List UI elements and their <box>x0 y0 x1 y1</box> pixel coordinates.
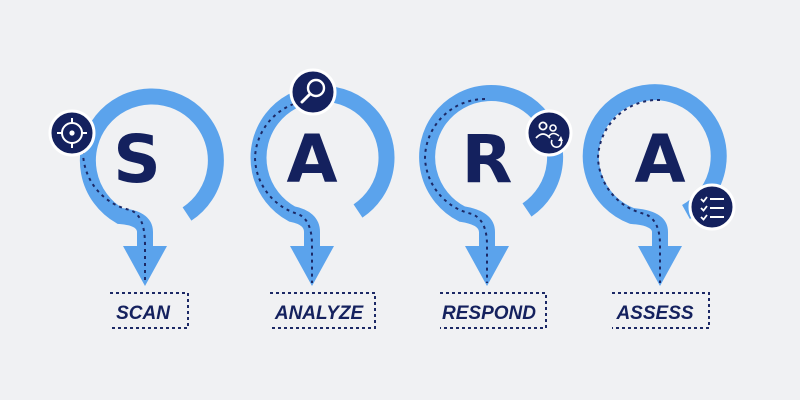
letter-a-analyze: A <box>286 121 337 198</box>
label-respond: RESPOND <box>442 303 536 324</box>
checklist-icon <box>688 183 736 231</box>
letter-r: R <box>462 121 513 198</box>
dotted-guide-scan <box>81 150 146 283</box>
label-assess: ASSESS <box>615 303 693 324</box>
curved-arrow-respond <box>419 85 564 248</box>
step-assess: A ASSESS <box>582 84 736 329</box>
label-bracket-respond <box>440 292 547 329</box>
curved-arrow-analyze <box>250 85 395 248</box>
label-bracket-scan <box>110 292 189 329</box>
step-respond: R RESPOND <box>419 85 573 329</box>
step-analyze: A ANALYZE <box>250 68 395 329</box>
arrow-head-respond <box>465 246 509 286</box>
people-cycle-icon <box>525 109 573 157</box>
label-bracket-assess <box>612 292 710 329</box>
label-bracket-analyze <box>270 292 376 329</box>
letter-a-assess: A <box>634 121 685 198</box>
dotted-guide-analyze <box>253 101 313 283</box>
dotted-guide-assess <box>596 98 661 283</box>
letter-s: S <box>113 121 161 198</box>
magnifier-icon <box>289 68 337 116</box>
label-scan: SCAN <box>116 303 171 324</box>
crosshair-target-icon <box>48 109 96 157</box>
arrow-head-assess <box>638 246 682 286</box>
curved-arrow-scan <box>79 88 224 248</box>
label-analyze: ANALYZE <box>274 303 365 324</box>
arrow-head-analyze <box>290 246 334 286</box>
dotted-guide-respond <box>423 98 488 283</box>
curved-arrow-assess <box>582 84 727 248</box>
step-scan: S SCAN <box>48 88 224 329</box>
